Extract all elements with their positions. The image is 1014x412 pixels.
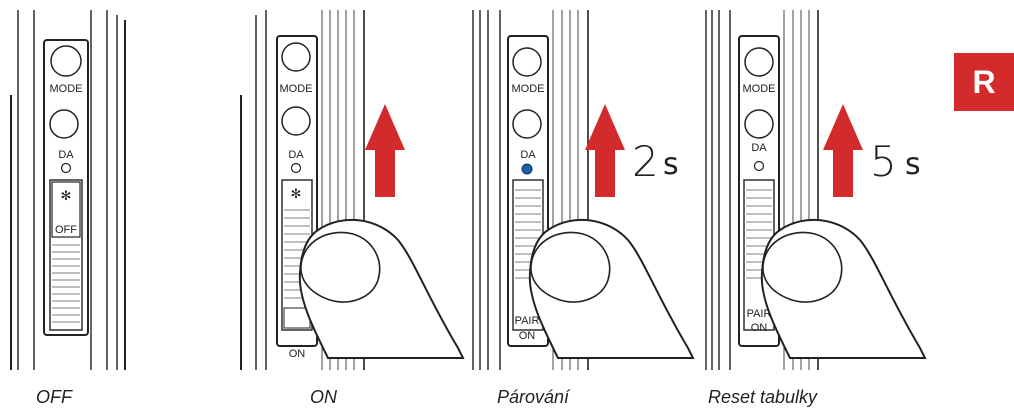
- pair-on-label: ON: [751, 322, 768, 334]
- slider-grip: [284, 209, 310, 299]
- timer-number: 2: [632, 137, 659, 186]
- slider-grip: [746, 189, 772, 279]
- da-label: DA: [288, 149, 304, 161]
- slider-off-label: OFF: [55, 224, 77, 236]
- led-indicator: [290, 162, 302, 174]
- led-indicator: [753, 160, 765, 172]
- mode-button[interactable]: [281, 42, 311, 72]
- bluetooth-icon: ✻: [61, 188, 72, 203]
- pair-on-label: ON: [519, 330, 536, 342]
- da-label: DA: [751, 142, 767, 154]
- finger-icon: [298, 218, 465, 359]
- timer-unit: s: [905, 147, 921, 182]
- bluetooth-icon: ✻: [291, 186, 302, 201]
- timer-number: 5: [870, 137, 897, 186]
- slider-knob: [51, 181, 81, 238]
- slider-grip: [52, 244, 80, 323]
- finger-icon: [528, 218, 695, 359]
- caption-on: ON: [310, 387, 337, 407]
- panel-on: MODE DA ✻ ON: [240, 10, 465, 370]
- da-button[interactable]: [49, 109, 79, 139]
- caption-off: OFF: [36, 387, 72, 407]
- da-button[interactable]: [281, 106, 311, 136]
- da-label: DA: [520, 149, 536, 161]
- mode-label: MODE: [743, 83, 776, 95]
- panel-pair: MODE DA PAIR ON 2 s: [472, 10, 695, 370]
- led-indicator: [60, 162, 72, 174]
- mode-button[interactable]: [744, 47, 774, 77]
- badge-letter: R: [972, 63, 996, 100]
- panel-off: MODE DA ✻ OFF: [10, 10, 126, 370]
- led-indicator-active: [521, 163, 533, 175]
- caption-reset: Reset tabulky: [708, 387, 818, 407]
- mode-label: MODE: [280, 83, 313, 95]
- mode-button[interactable]: [512, 47, 542, 77]
- finger-icon: [760, 218, 927, 359]
- timer-unit: s: [663, 147, 679, 182]
- on-label: ON: [289, 348, 306, 360]
- mode-label: MODE: [512, 83, 545, 95]
- caption-pairing: Párování: [497, 387, 570, 407]
- da-label: DA: [58, 149, 74, 161]
- up-arrow-icon: [365, 104, 405, 197]
- section-badge: R: [954, 53, 1014, 111]
- mode-button[interactable]: [50, 45, 82, 77]
- da-button[interactable]: [512, 109, 542, 139]
- pair-label: PAIR: [747, 308, 772, 320]
- da-button[interactable]: [744, 109, 774, 139]
- up-arrow-icon: [823, 104, 863, 197]
- panel-reset: MODE DA PAIR ON 5 s: [705, 10, 927, 370]
- mode-label: MODE: [50, 83, 83, 95]
- pair-label: PAIR: [515, 315, 540, 327]
- up-arrow-icon: [585, 104, 625, 197]
